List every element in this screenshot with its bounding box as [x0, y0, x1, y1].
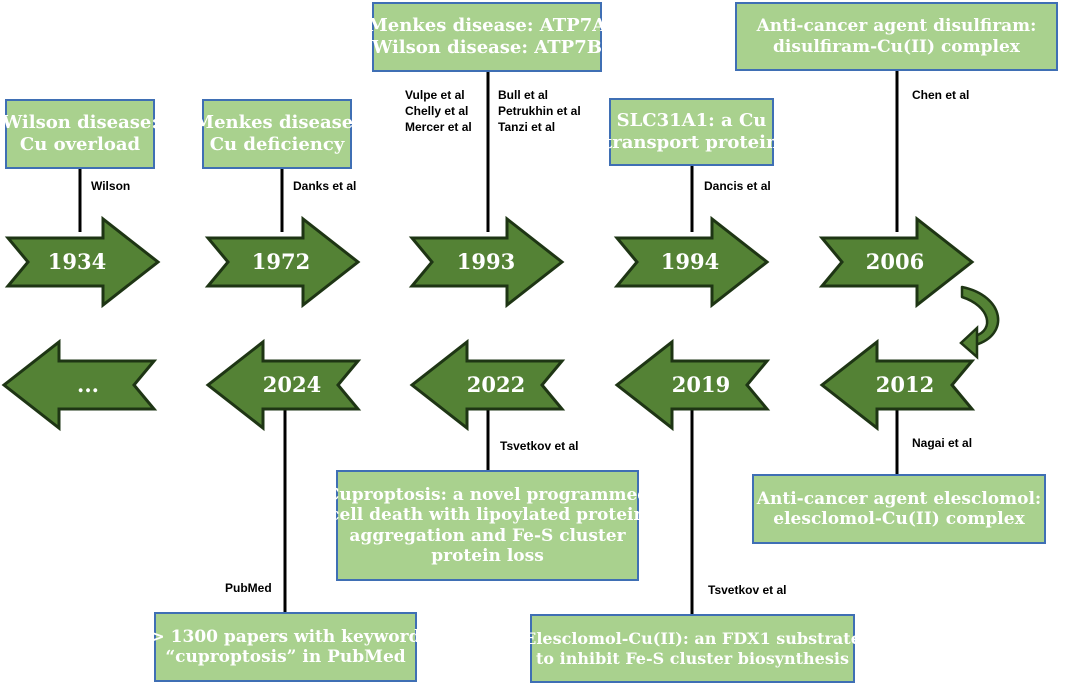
arrows-row2 [1, 338, 976, 432]
event-box-1993: Menkes disease: ATP7A Wilson disease: AT… [368, 2, 606, 72]
arrow-2006 [818, 215, 975, 309]
event-line: Wilson disease: ATP7B [372, 37, 602, 58]
arrow-ellipsis [1, 338, 158, 432]
ellipsis-label: ... [77, 372, 99, 397]
citation-1993-left: Vulpe et al Chelly et al Mercer et al [405, 87, 472, 135]
citation-2019: Tsvetkov et al [708, 583, 787, 597]
connector-lines [78, 70, 899, 614]
event-line: Wilson disease: [2, 112, 158, 134]
year-2022: 2022 [466, 372, 526, 397]
year-1994: 1994 [660, 249, 720, 274]
year-1934: 1934 [47, 249, 107, 274]
citation-1972: Danks et al [293, 179, 357, 193]
arrow-1993 [408, 215, 565, 309]
event-line: > 1300 papers with keyword [150, 626, 421, 647]
year-2019: 2019 [671, 372, 731, 397]
year-2006: 2006 [865, 249, 925, 274]
event-line: cell death with lipoylated protein [329, 505, 646, 526]
event-line: transport protein [603, 132, 780, 153]
event-line: “cuproptosis” in PubMed [165, 647, 406, 667]
event-line: Cuproptosis: a novel programmed [325, 484, 650, 505]
event-box-2012: Anti-cancer agent elesclomol: elesclomol… [752, 474, 1046, 544]
citation-line: Vulpe et al [405, 88, 465, 102]
arrow-2012 [819, 338, 976, 432]
arrow-2022 [409, 338, 566, 432]
citation-line: Mercer et al [405, 120, 472, 134]
arrow-1934 [4, 215, 161, 309]
event-line: Anti-cancer agent elesclomol: [756, 488, 1042, 509]
event-box-2022: Cuproptosis: a novel programmed cell dea… [326, 470, 649, 581]
year-2012: 2012 [875, 372, 935, 397]
citation-line: Bull et al [498, 88, 549, 102]
citation-line: Petrukhin et al [498, 104, 581, 118]
event-line: protein loss [431, 545, 544, 566]
arrows-row1 [4, 215, 975, 309]
event-box-1994: SLC31A1: a Cu transport protein [604, 98, 779, 166]
event-line: Elesclomol-Cu(II): an FDX1 substrate [524, 629, 861, 649]
arrow-2024 [205, 338, 362, 432]
year-2024: 2024 [262, 372, 322, 397]
citation-line: Tanzi et al [498, 120, 556, 134]
arrow-1972 [204, 215, 361, 309]
year-1972: 1972 [251, 249, 311, 274]
curved-arrow-head [959, 325, 979, 360]
citation-2022: Tsvetkov et al [500, 439, 579, 453]
event-line: Cu deficiency [209, 134, 345, 155]
arrow-2019 [614, 338, 771, 432]
citation-line: Chelly et al [405, 104, 469, 118]
event-box-2019: Elesclomol-Cu(II): an FDX1 substrate to … [524, 614, 861, 683]
curved-turn-arrow [959, 285, 1000, 360]
event-line: Menkes disease: [194, 112, 360, 134]
event-line: Menkes disease: ATP7A [367, 15, 607, 37]
event-box-2024: > 1300 papers with keyword “cuproptosis”… [151, 612, 420, 682]
event-line: aggregation and Fe-S cluster [349, 525, 626, 546]
citation-2024: PubMed [225, 581, 272, 595]
citation-1934: Wilson [91, 179, 131, 193]
event-box-1934: Wilson disease: Cu overload [2, 99, 158, 169]
year-1993: 1993 [456, 249, 516, 274]
citation-1993-right: Bull et al Petrukhin et al Tanzi et al [498, 87, 581, 135]
arrow-1994 [613, 215, 770, 309]
citation-2006: Chen et al [912, 88, 970, 102]
event-line: Cu overload [19, 134, 141, 155]
event-line: elesclomol-Cu(II) complex [773, 509, 1025, 529]
citation-1994: Dancis et al [704, 179, 771, 193]
event-line: to inhibit Fe-S cluster biosynthesis [536, 648, 849, 668]
event-box-1972: Menkes disease: Cu deficiency [194, 99, 360, 169]
event-box-2006: Anti-cancer agent disulfiram: disulfiram… [735, 2, 1058, 71]
citation-2012: Nagai et al [912, 436, 973, 450]
event-line: Anti-cancer agent disulfiram: [756, 16, 1037, 37]
event-line: disulfiram-Cu(II) complex [773, 36, 1020, 57]
event-line: SLC31A1: a Cu [616, 110, 767, 132]
